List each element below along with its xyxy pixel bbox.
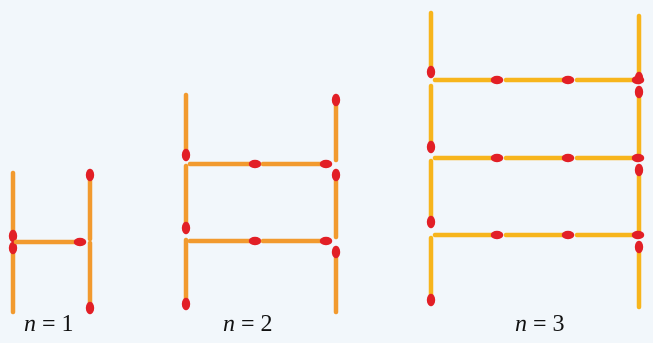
match-head — [427, 294, 435, 306]
match-head — [632, 231, 644, 239]
match-head — [182, 149, 190, 161]
figure-n-1 — [9, 169, 94, 314]
caption-n-1: n = 1 — [24, 312, 74, 336]
match-head — [491, 154, 503, 162]
match-head — [74, 238, 86, 246]
match-head — [249, 237, 261, 245]
match-head — [332, 246, 340, 258]
caption-n-3: n = 3 — [515, 312, 565, 336]
match-head — [562, 154, 574, 162]
match-head — [632, 76, 644, 84]
match-head — [632, 154, 644, 162]
match-head — [635, 241, 643, 253]
match-head — [332, 169, 340, 181]
figure-n-3 — [427, 13, 644, 307]
match-head — [182, 298, 190, 310]
match-head — [332, 94, 340, 106]
match-head — [562, 231, 574, 239]
match-head — [249, 160, 261, 168]
match-head — [427, 141, 435, 153]
match-head — [635, 164, 643, 176]
figure-n-2 — [182, 94, 340, 312]
match-head — [427, 66, 435, 78]
match-head — [182, 222, 190, 234]
caption-n-2: n = 2 — [223, 312, 273, 336]
match-head — [635, 86, 643, 98]
match-head — [86, 169, 94, 181]
match-head — [320, 160, 332, 168]
match-head — [562, 76, 574, 84]
match-head — [491, 76, 503, 84]
match-head — [491, 231, 503, 239]
match-head — [86, 302, 94, 314]
match-head — [427, 216, 435, 228]
match-head — [320, 237, 332, 245]
